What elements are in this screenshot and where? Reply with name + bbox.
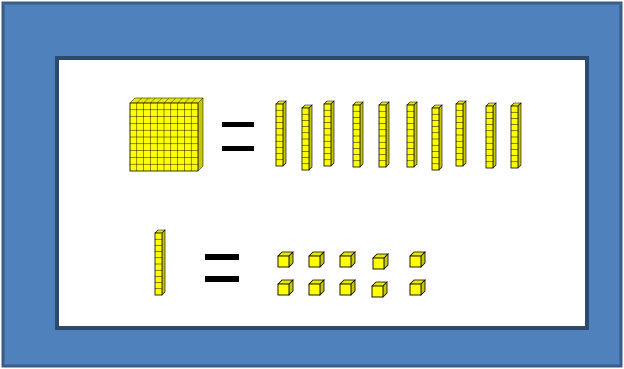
ten-rod <box>432 105 442 170</box>
unit-cube <box>340 252 355 267</box>
ten-rod <box>276 101 286 166</box>
ten-rod <box>511 103 521 168</box>
ten-rod <box>486 103 496 168</box>
ten-rod <box>353 102 363 167</box>
unit-cube <box>309 280 324 295</box>
unit-cube <box>278 280 293 295</box>
equation-hundred-equals-ten-tens <box>130 98 521 171</box>
ten-rod <box>456 101 466 166</box>
ten-rod <box>155 230 165 295</box>
ten-rod <box>324 101 334 166</box>
unit-cube <box>410 252 425 267</box>
unit-cube <box>340 280 355 295</box>
hundred-flat <box>130 98 203 171</box>
ten-rod <box>379 102 389 167</box>
ten-rod <box>407 102 417 167</box>
ten-rod <box>302 105 312 170</box>
unit-cube <box>410 280 425 295</box>
unit-cube <box>278 252 293 267</box>
unit-cube <box>373 254 388 269</box>
unit-cube <box>309 252 324 267</box>
unit-cube <box>372 282 387 297</box>
